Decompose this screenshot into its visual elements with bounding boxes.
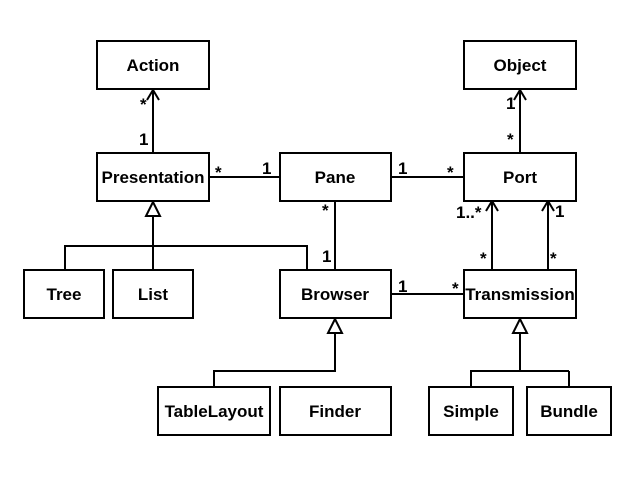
mult-pane-port-pane-end: 1 xyxy=(398,159,407,178)
class-object: Object xyxy=(463,40,577,90)
class-tablelayout-label: TableLayout xyxy=(165,402,264,421)
class-simple-label: Simple xyxy=(443,402,499,421)
mult-pane-browser-browser-end: 1 xyxy=(322,247,331,266)
mult-pane-port-port-end: * xyxy=(447,163,454,182)
class-pane: Pane xyxy=(279,152,392,202)
class-presentation-label: Presentation xyxy=(102,168,205,187)
mult-browser-transmission-browser-end: 1 xyxy=(398,277,407,296)
class-tablelayout: TableLayout xyxy=(157,386,271,436)
class-tree-label: Tree xyxy=(47,285,82,304)
mult-port-object-port-end: * xyxy=(507,130,514,149)
class-browser-label: Browser xyxy=(301,285,369,304)
mult-port-object-object-end: 1 xyxy=(506,94,515,113)
class-simple: Simple xyxy=(428,386,514,436)
mult-transmission-port-left-transmission-end: * xyxy=(480,249,487,268)
class-list: List xyxy=(112,269,194,319)
class-transmission: Transmission xyxy=(463,269,577,319)
mult-presentation-action-action-end: * xyxy=(140,95,147,114)
multiplicity-labels: * 1 * 1 1 * 1 * * 1 1..* * 1 * 1 * xyxy=(139,94,564,298)
class-port-label: Port xyxy=(503,168,537,187)
class-port: Port xyxy=(463,152,577,202)
class-tree: Tree xyxy=(23,269,105,319)
class-action-label: Action xyxy=(127,56,180,75)
mult-presentation-action-presentation-end: 1 xyxy=(139,130,148,149)
mult-transmission-port-right-transmission-end: * xyxy=(550,249,557,268)
mult-browser-transmission-transmission-end: * xyxy=(452,279,459,298)
mult-transmission-port-right-port-end: 1 xyxy=(555,202,564,221)
class-finder: Finder xyxy=(279,386,392,436)
class-browser: Browser xyxy=(279,269,392,319)
class-pane-label: Pane xyxy=(315,168,356,187)
edges xyxy=(64,88,570,387)
class-finder-label: Finder xyxy=(309,402,361,421)
class-bundle: Bundle xyxy=(526,386,612,436)
edge-generalization-tree xyxy=(64,245,308,270)
mult-presentation-pane-pane-end: 1 xyxy=(262,159,271,178)
class-bundle-label: Bundle xyxy=(540,402,598,421)
generalization-triangle-transmission xyxy=(511,316,529,334)
mult-pane-browser-pane-end: * xyxy=(322,201,329,220)
class-list-label: List xyxy=(138,285,169,304)
edge-generalization-transmission xyxy=(470,333,521,387)
class-transmission-label: Transmission xyxy=(465,285,575,304)
edge-generalization-browser xyxy=(213,333,336,387)
class-action: Action xyxy=(96,40,210,90)
generalization-triangle-browser xyxy=(326,316,344,334)
mult-transmission-port-left-port-end: 1..* xyxy=(456,203,482,222)
class-presentation: Presentation xyxy=(96,152,210,202)
class-object-label: Object xyxy=(494,56,547,75)
mult-presentation-pane-presentation-end: * xyxy=(215,163,222,182)
generalization-triangle-presentation xyxy=(144,199,162,217)
